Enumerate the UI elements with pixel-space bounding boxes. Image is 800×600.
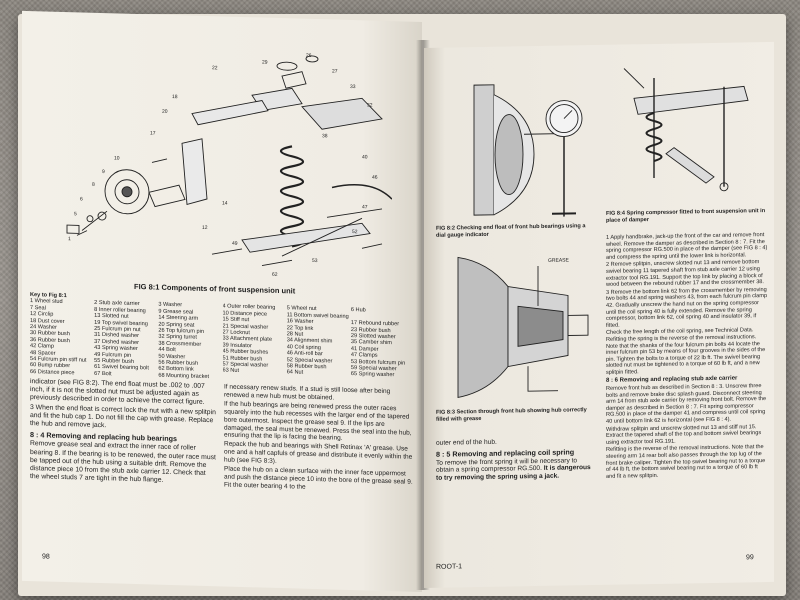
paragraph: Remove front hub as described in Section…	[606, 383, 767, 425]
step: 1 Apply handbrake, jack-up the front of …	[606, 232, 768, 261]
dial-gauge-illustration	[473, 84, 583, 217]
svg-text:53: 53	[312, 258, 318, 264]
svg-text:8: 8	[92, 182, 95, 188]
svg-text:22: 22	[212, 65, 218, 71]
right-page: FIG 8:2 Checking end float of front hub …	[424, 41, 774, 588]
svg-text:27: 27	[332, 68, 338, 74]
svg-text:1: 1	[68, 236, 71, 242]
page-number: 98	[42, 553, 50, 561]
key-cell: 68 Mounting bracket	[158, 372, 210, 380]
svg-text:49: 49	[232, 241, 238, 247]
svg-text:47: 47	[362, 204, 368, 210]
key-cell: 66 Distance piece	[30, 368, 75, 377]
coil-spring-drawing	[279, 145, 305, 248]
key-cell: 67 Bolt	[94, 370, 112, 378]
text-column-right: 1 Apply handbrake, jack-up the front of …	[606, 232, 768, 481]
paragraph: Refitting is the reverse of the removal …	[606, 444, 766, 480]
svg-text:12: 12	[202, 225, 208, 231]
svg-text:52: 52	[352, 229, 358, 235]
key-cell	[223, 374, 287, 382]
svg-text:17: 17	[150, 130, 156, 136]
paragraph: Check the free length of the coil spring…	[606, 327, 766, 376]
svg-text:20: 20	[162, 109, 168, 115]
svg-text:14: 14	[222, 200, 228, 206]
svg-text:62: 62	[272, 272, 278, 278]
text-column-left: outer end of the hub. 8 : 5 Removing and…	[436, 437, 596, 484]
text-column-right: If necessary renew studs. If a stud is s…	[224, 383, 414, 495]
left-page: 18 20 17 10 9 8 6 5 1 22 29 26 27 33 32 …	[22, 10, 422, 593]
svg-text:32: 32	[367, 102, 373, 108]
paragraph: outer end of the hub.	[436, 438, 497, 447]
footer-code: ROOT-1	[436, 563, 463, 571]
svg-text:29: 29	[262, 60, 268, 66]
suspension-exploded-diagram: 18 20 17 10 9 8 6 5 1 22 29 26 27 33 32 …	[66, 53, 392, 278]
paragraph: Place the hub on a clean surface with th…	[224, 465, 413, 491]
paragraph: 3 When the end float is correct lock the…	[30, 403, 216, 430]
spring-compressor-illustration	[623, 68, 749, 192]
paragraph: If the hub bearings are being renewed pr…	[224, 400, 412, 443]
key-cell	[351, 378, 415, 386]
page-number: 99	[746, 554, 754, 562]
svg-text:9: 9	[102, 169, 105, 175]
svg-text:5: 5	[74, 211, 77, 217]
svg-text:38: 38	[322, 133, 328, 139]
svg-text:40: 40	[362, 154, 368, 160]
paragraph: Remove grease seal and extract the inner…	[30, 440, 216, 485]
svg-text:46: 46	[372, 175, 378, 181]
step: 2 Remove splitpin, unscrew slotted nut 1…	[606, 259, 764, 288]
paragraph: indicator (see FIG 8:2). The end float m…	[30, 378, 205, 407]
figure-caption: FIG 8:3 Section through front hub showin…	[436, 407, 587, 423]
svg-text:6: 6	[80, 196, 83, 202]
svg-text:18: 18	[172, 94, 178, 100]
svg-text:33: 33	[350, 84, 356, 90]
grease-label: GREASE	[548, 257, 570, 263]
paragraph: Withdraw splitpin and unscrew slotted nu…	[606, 423, 762, 446]
step: 3 Remove the bottom link 62 from the cro…	[606, 286, 768, 329]
figure-caption: FIG 8:4 Spring compressor fitted to fron…	[606, 208, 766, 224]
svg-text:10: 10	[114, 155, 120, 161]
svg-text:26: 26	[306, 53, 312, 59]
figure-caption: FIG 8:2 Checking end float of front hub …	[436, 223, 586, 239]
key-cell	[287, 376, 351, 384]
text-column-left: indicator (see FIG 8:2). The end float m…	[30, 378, 216, 488]
paragraph: To remove the front spring it will be ne…	[436, 457, 596, 483]
hub-section-illustration: GREASE	[457, 256, 589, 398]
